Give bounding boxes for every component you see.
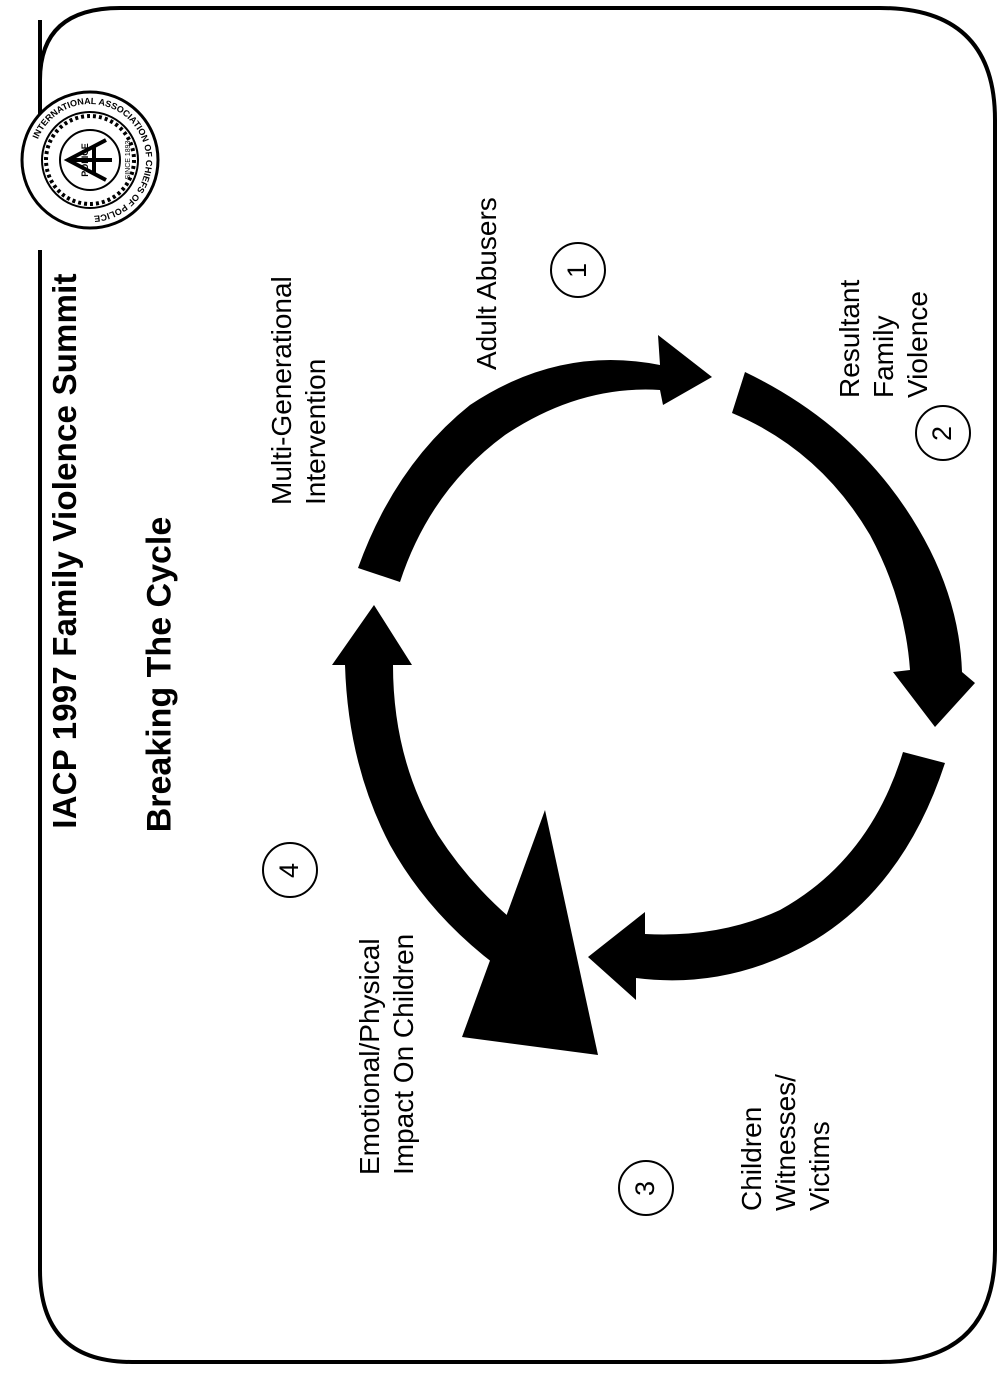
breaking-wedge <box>462 810 598 1055</box>
seal-since-text: SINCE 1893 <box>125 140 132 179</box>
arrow-2-to-3 <box>732 372 975 727</box>
step-4-badge: 4 <box>262 842 318 898</box>
step-1-number: 1 <box>562 262 593 278</box>
step-2-number: 2 <box>927 425 958 441</box>
cycle-arrows <box>332 335 975 1055</box>
step-1-label: Adult Abusers <box>471 197 502 370</box>
association-seal-logo: INTERNATIONAL ASSOCIATION OF CHIEFS OF P… <box>20 90 160 230</box>
intervention-label: Multi-Generational Intervention <box>266 276 331 505</box>
page-subtitle: Breaking The Cycle <box>140 516 179 833</box>
step-1-badge: 1 <box>550 242 606 298</box>
step-3-badge: 3 <box>618 1160 674 1216</box>
step-4-label: Emotional/Physical Impact On Children <box>354 933 419 1175</box>
seal-center-text: POLICE <box>80 143 90 177</box>
step-4-number: 4 <box>274 862 305 878</box>
arrow-1-to-2 <box>358 335 712 582</box>
step-2-label: Resultant Family Violence <box>834 279 933 398</box>
step-2-badge: 2 <box>915 405 971 461</box>
arrow-3-to-4 <box>588 752 945 1000</box>
arrow-4-to-1 <box>332 605 545 995</box>
page-title: IACP 1997 Family Violence Summit <box>46 273 83 829</box>
step-3-number: 3 <box>630 1180 661 1196</box>
step-3-label: Children Witnesses/ Victims <box>736 1074 835 1211</box>
